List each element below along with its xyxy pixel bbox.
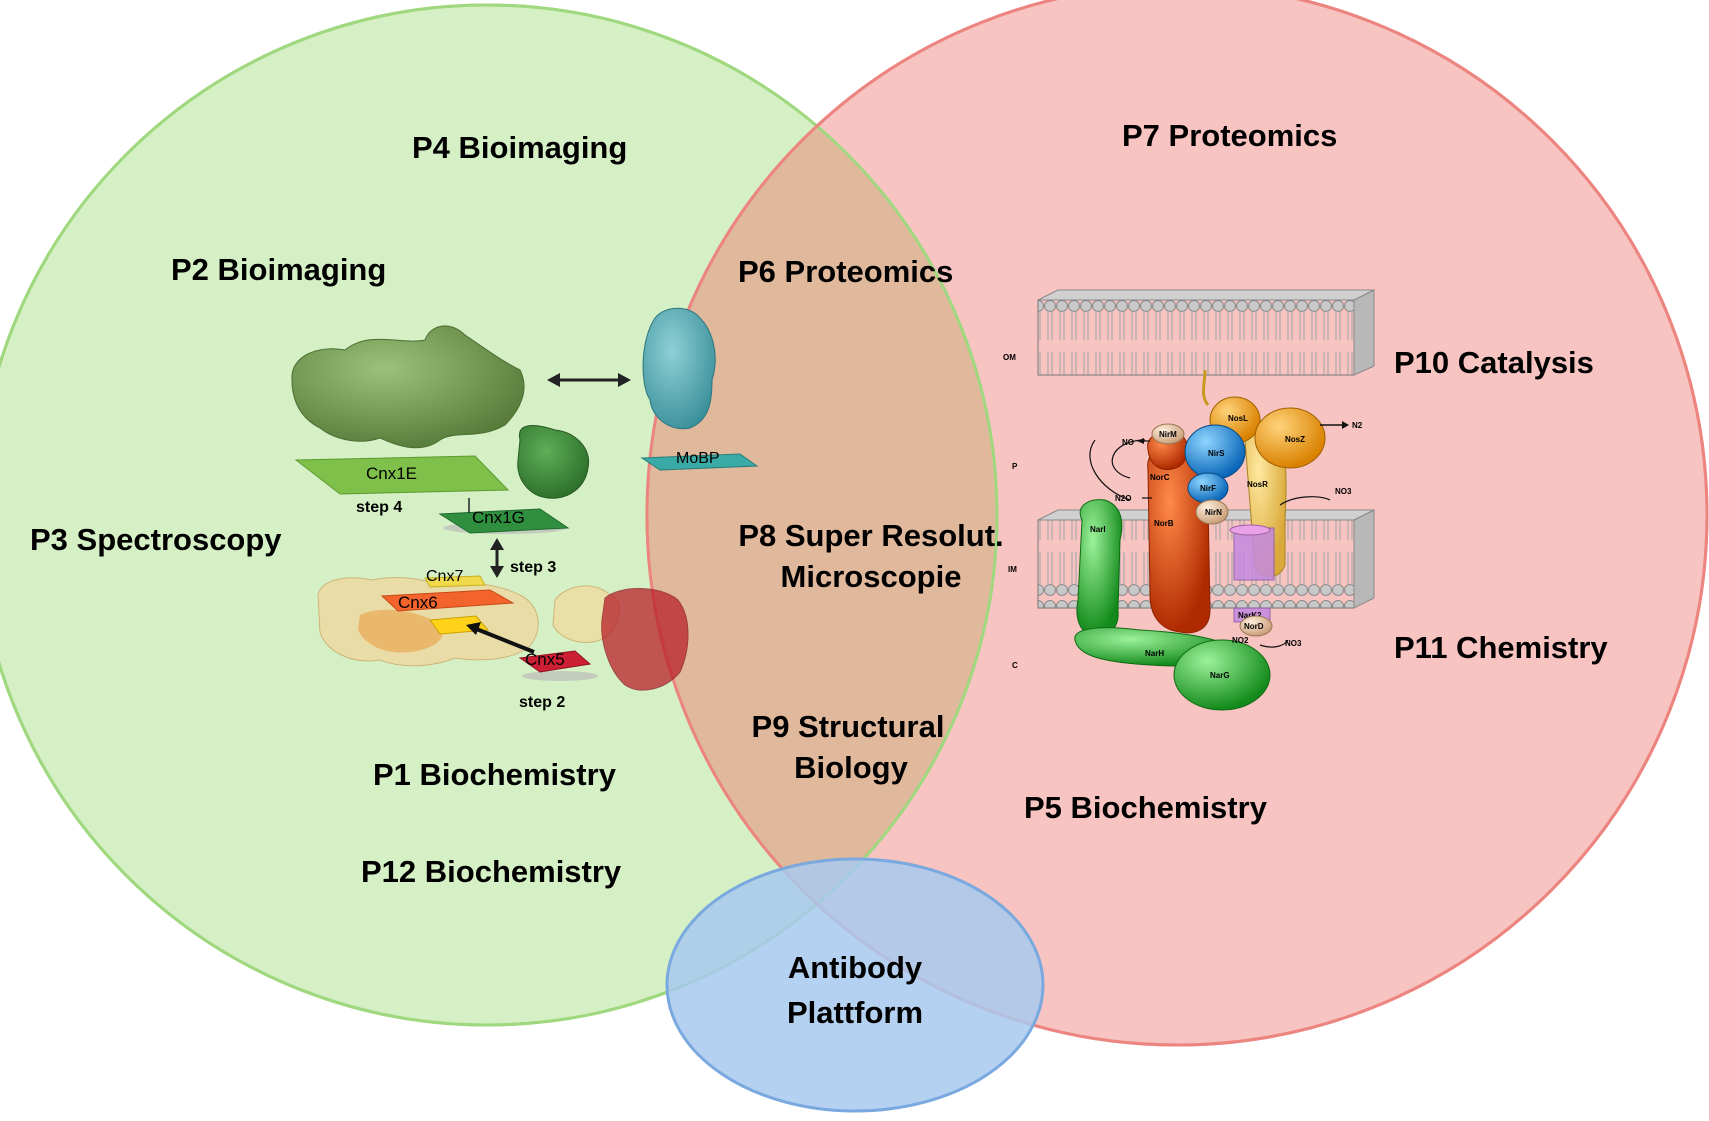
nosz-label: NosZ [1285, 435, 1305, 444]
c-label: C [1012, 661, 1018, 670]
no-label: NO [1122, 438, 1134, 447]
step2-label: step 2 [519, 694, 565, 711]
narg-protein [1173, 639, 1271, 711]
cnx1e-protein-structure [291, 325, 525, 449]
cnx5-label: Cnx5 [525, 650, 565, 669]
label-antibody-line2: Plattform [787, 995, 923, 1030]
label-p9-line2: Biology [794, 750, 908, 785]
antibody-ellipse [665, 857, 1045, 1113]
nosl-label: NosL [1228, 414, 1248, 423]
n2o-label: N2O [1115, 494, 1131, 503]
mobp-plane [640, 453, 759, 471]
norc-label: NorC [1150, 473, 1170, 482]
nirm-protein [1151, 423, 1185, 445]
cnx1g-plane [438, 508, 570, 534]
cnx5-plane [518, 650, 592, 673]
p-label: P [1012, 462, 1018, 471]
label-p5-biochemistry: P5 Biochemistry [1024, 790, 1268, 825]
nirm-label: NirM [1159, 430, 1177, 439]
label-p3-spectroscopy: P3 Spectroscopy [30, 522, 282, 557]
im-label: IM [1008, 565, 1017, 574]
overlap-region [647, 5, 997, 1025]
nirf-label: NirF [1200, 484, 1216, 493]
cnx6-plane [380, 589, 515, 612]
nirn-label: NirN [1205, 508, 1222, 517]
cnx6-label: Cnx6 [398, 593, 438, 612]
label-p12-biochemistry: P12 Biochemistry [361, 854, 622, 889]
label-p8-line2: Microscopie [781, 559, 962, 594]
nosz-protein [1254, 407, 1326, 469]
denitrification-membrane-figure: OM P IM C NarI NarH NarG NorB NorC NosR … [1003, 289, 1375, 711]
nirn-protein [1195, 499, 1229, 525]
cnx1e-plane [294, 455, 510, 495]
nord-protein [1239, 615, 1273, 637]
label-p10-catalysis: P10 Catalysis [1394, 345, 1594, 380]
nark2-label: NarK2 [1238, 611, 1262, 620]
nosr-label: NosR [1247, 480, 1268, 489]
cnx7-label: Cnx7 [426, 568, 463, 585]
label-p7-proteomics: P7 Proteomics [1122, 118, 1337, 153]
outer-membrane [1037, 299, 1355, 376]
right-circle-outline [645, 0, 1709, 1047]
nari-label: NarI [1090, 525, 1106, 534]
mobp-label: MoBP [676, 450, 720, 467]
cnx7-plane [424, 575, 486, 588]
nari-protein [1076, 499, 1123, 637]
nirs-label: NirS [1208, 449, 1225, 458]
step3-label: step 3 [510, 559, 556, 576]
norb-label: NorB [1154, 519, 1174, 528]
cnx1g-protein-structure [517, 425, 590, 499]
no2-label: NO2 [1232, 636, 1249, 645]
mobp-protein-structure [642, 307, 716, 430]
narh-label: NarH [1145, 649, 1164, 658]
label-p11-chemistry: P11 Chemistry [1394, 630, 1608, 665]
om-label: OM [1003, 353, 1016, 362]
narg-label: NarG [1210, 671, 1230, 680]
label-p9-line1: P9 Structural [752, 709, 945, 744]
no3-top-label: NO3 [1335, 487, 1352, 496]
nord-label: NorD [1244, 622, 1264, 631]
label-antibody-line1: Antibody [788, 950, 923, 985]
n2-label: N2 [1352, 421, 1363, 430]
cnx5-protein-structure [601, 588, 689, 691]
label-p8-line1: P8 Super Resolut. [738, 518, 1003, 553]
cnx1g-label: Cnx1G [472, 508, 525, 527]
label-p6-proteomics: P6 Proteomics [738, 254, 953, 289]
left-circle-outline [0, 3, 999, 1027]
label-p2-bioimaging: P2 Bioimaging [171, 252, 386, 287]
label-p1-biochemistry: P1 Biochemistry [373, 757, 617, 792]
no3-bottom-label: NO3 [1285, 639, 1302, 648]
step4-label: step 4 [356, 499, 402, 516]
cnx1e-label: Cnx1E [366, 464, 417, 483]
molybdenum-pathway-figure: Cnx1E step 4 Cnx1G MoBP step 3 Cnx7 Cnx6 [291, 307, 759, 711]
label-p4-bioimaging: P4 Bioimaging [412, 130, 627, 165]
